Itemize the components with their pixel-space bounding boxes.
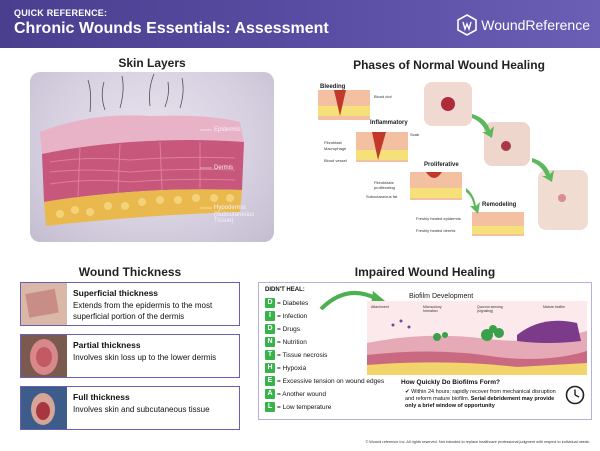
label-fibroblasts-proliferating: Fibroblasts proliferating [374,180,395,190]
mnemonic-letter: T [265,350,275,360]
wound-healing-phases: Bleeding Inflammatory Proliferative Remo… [306,76,592,246]
subcutaneous-label: (Subcutaneous Tissue) [214,212,255,224]
page-title: Chronic Wounds Essentials: Assessment [14,20,329,37]
clock-icon [565,385,585,405]
label-blood-clot: Blood clot [374,94,392,99]
thickness-full: Full thickness Involves skin and subcuta… [20,386,240,430]
mnemonic-text: = Low temperature [277,403,332,411]
skin-layers-illustration: Epidermis Dermis Hypodermis (Subcutaneou… [30,72,274,242]
mnemonic-text: = Infection [277,312,308,320]
mnemonic-letter: N [265,337,275,347]
mnemonic-item: N = Nutrition [265,336,307,348]
full-title: Full thickness [73,392,130,402]
phase-inflammatory: Inflammatory [370,120,408,126]
mnemonic-text: = Drugs [277,325,300,333]
biofilm-answer: ✔ Within 24 hours: rapidly recover from … [405,389,556,409]
label-subcutaneous-fat: Subcutaneous fat [366,194,398,199]
impaired-healing-title: Impaired Wound Healing [354,265,496,279]
partial-desc: Involves skin loss up to the lower dermi… [73,353,217,362]
label-healed-epidermis: Freshly healed epidermis [416,216,461,221]
biofilm-label-mature: Mature biofilm [543,305,565,309]
mnemonic-text: = Another wound [277,390,326,398]
mnemonic-item: A = Another wound [265,388,326,400]
mnemonic-letter: L [265,402,275,412]
mnemonic-letter: H [265,363,275,373]
mnemonic-text: = Tissue necrosis [277,351,328,359]
thickness-superficial: Superficial thickness Extends from the e… [20,282,240,326]
impaired-healing-panel: DIDN'T HEAL: D = Diabetes I = Infection … [258,282,592,420]
full-wound-photo [21,387,67,429]
label-healed-dermis: Freshly healed dermis [416,228,456,233]
phase-proliferative: Proliferative [424,162,459,168]
elbow-photos [424,82,588,230]
mnemonic-letter: D [265,324,275,334]
remodeling-illustration [472,212,524,236]
mnemonic-text: = Diabetes [277,299,309,307]
biofilm-question: How Quickly Do Biofilms Form? [401,379,500,386]
mnemonic-letter: E [265,376,275,386]
footer-disclaimer: © Wound reference Inc. All rights reserv… [365,440,590,444]
phases-title: Phases of Normal Wound Healing [353,58,545,72]
header-banner: QUICK REFERENCE: Chronic Wounds Essentia… [0,0,600,48]
hypodermis-label: Hypodermis [214,205,247,211]
header-kicker: QUICK REFERENCE: [14,8,108,18]
mnemonic-item: L = Low temperature [265,401,331,413]
biofilm-label-microcolony: Microcolony formation [423,305,442,313]
didnt-heal-heading: DIDN'T HEAL: [265,287,305,293]
mnemonic-item: D = Drugs [265,323,300,335]
partial-title: Partial thickness [73,340,141,350]
superficial-desc: Extends from the epidermis to the most s… [73,301,213,321]
phase-remodeling: Remodeling [482,202,517,208]
mnemonic-text: = Hypoxia [277,364,307,372]
full-desc: Involves skin and subcutaneous tissue [73,405,210,414]
brand-logo[interactable]: WoundReference [457,14,590,36]
bleeding-illustration [318,90,370,120]
label-scab: Scab [410,132,420,137]
thickness-partial: Partial thickness Involves skin loss up … [20,334,240,378]
wound-thickness-title: Wound Thickness [78,265,182,279]
mnemonic-letter: D [265,298,275,308]
mnemonic-item: T = Tissue necrosis [265,349,327,361]
proliferative-illustration [410,172,462,200]
dermis-label: Dermis [214,165,233,171]
biofilm-label-quorum: Quorum sensing (signaling) [477,305,503,313]
epidermis-label: Epidermis [214,127,241,133]
biofilm-answer-text: Within 24 hours: rapidly recover from me… [405,389,556,402]
mnemonic-text: = Excessive tension on wound edges [277,377,385,385]
mnemonic-letter: I [265,311,275,321]
brand-name: WoundReference [481,17,590,33]
mnemonic-item: E = Excessive tension on wound edges [265,375,384,387]
biofilm-illustration: Attachment Microcolony formation Quorum … [367,301,587,375]
mnemonic-text: = Nutrition [277,338,307,346]
phase-bleeding: Bleeding [320,84,346,90]
biofilm-answer-bold: Serial debridement may provide only a br… [405,396,555,409]
biofilm-title: Biofilm Development [409,293,474,300]
label-macrophage: Macrophage [324,146,347,151]
inflammatory-illustration [356,132,408,162]
partial-wound-photo [21,335,67,377]
wr-logo-icon [457,14,478,36]
mnemonic-item: D = Diabetes [265,297,308,309]
superficial-wound-photo [21,283,67,325]
label-blood-vessel: Blood vessel [324,158,347,163]
mnemonic-item: I = Infection [265,310,307,322]
label-fibroblast: Fibroblast [324,140,342,145]
mnemonic-item: H = Hypoxia [265,362,306,374]
biofilm-label-attachment: Attachment [371,305,389,309]
mnemonic-letter: A [265,389,275,399]
skin-layers-title: Skin Layers [118,56,186,70]
superficial-title: Superficial thickness [73,288,159,298]
